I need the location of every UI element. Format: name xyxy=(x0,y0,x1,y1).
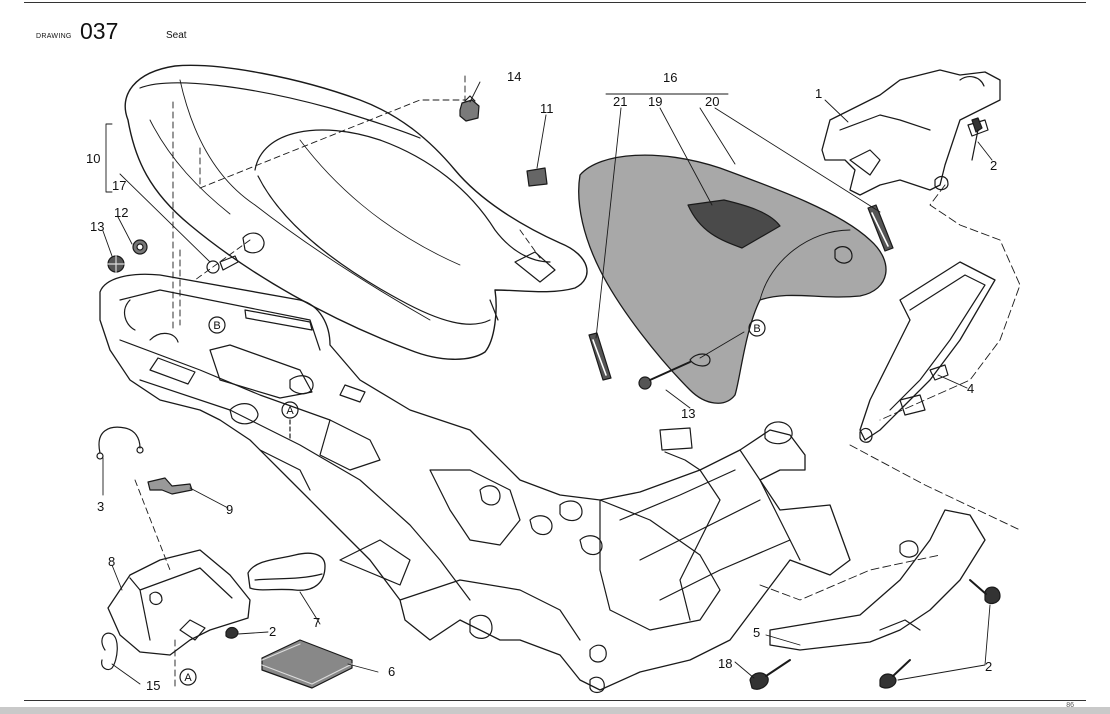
callout-7: 7 xyxy=(313,615,320,630)
callout-15: 15 xyxy=(146,678,160,693)
callout-11: 11 xyxy=(540,101,554,116)
badge-21 xyxy=(588,332,612,381)
callout-9: 9 xyxy=(226,502,233,517)
ref-marker-a-2: A xyxy=(179,668,197,686)
callout-numbers: 10 17 12 13 14 11 16 21 19 20 1 2 4 13 3… xyxy=(86,69,997,693)
ref-marker-a-1-label: A xyxy=(286,405,294,417)
ref-marker-a-2-label: A xyxy=(184,672,192,684)
screw-2-lower-left xyxy=(879,659,911,689)
callout-10: 10 xyxy=(86,151,100,166)
pad-7 xyxy=(247,552,326,591)
footer-rule xyxy=(24,700,1086,701)
callout-20: 20 xyxy=(705,94,719,109)
ref-marker-b-1-label: B xyxy=(213,320,220,332)
manual-6 xyxy=(261,639,353,689)
bolt-13-left xyxy=(107,255,125,273)
drawing-label: DRAWING xyxy=(36,33,72,40)
ref-marker-b-1: B xyxy=(208,316,226,334)
ref-marker-b-2: B xyxy=(748,319,766,337)
callout-6: 6 xyxy=(388,664,395,679)
callout-4: 4 xyxy=(967,381,974,396)
callout-3: 3 xyxy=(97,499,104,514)
seat-cover-16 xyxy=(578,154,887,404)
callout-2-right: 2 xyxy=(985,659,992,674)
tray-assembly-lines xyxy=(134,479,176,691)
drawing-number: 037 xyxy=(80,18,119,44)
callout-17: 17 xyxy=(112,178,126,193)
rear-subframe xyxy=(99,273,851,694)
drawing-title: Seat xyxy=(166,30,187,41)
screw-2-top xyxy=(971,117,983,161)
callout-19: 19 xyxy=(648,94,662,109)
panel-assembly-lines xyxy=(759,184,1021,601)
callout-13-right: 13 xyxy=(681,406,695,421)
callout-18: 18 xyxy=(718,656,732,671)
leader-lines xyxy=(102,81,993,685)
seat-assembly-lines xyxy=(172,75,541,331)
callout-13-left: 13 xyxy=(90,219,104,234)
screw-2-left xyxy=(225,626,239,639)
callout-21: 21 xyxy=(613,94,627,109)
strap-15 xyxy=(101,632,118,671)
screw-2-lower-right xyxy=(969,579,1001,605)
pad-11 xyxy=(526,167,548,187)
ref-marker-a-1: A xyxy=(281,401,299,441)
clip-9 xyxy=(147,477,193,495)
washer-12 xyxy=(132,239,148,255)
page-number: 86 xyxy=(1066,702,1074,709)
footer-band xyxy=(0,707,1110,714)
badge-20 xyxy=(867,204,894,252)
callout-16: 16 xyxy=(663,70,677,85)
seat-part-10 xyxy=(124,64,588,360)
bolt-13-right xyxy=(638,361,691,390)
screw-18 xyxy=(749,659,791,690)
callout-12: 12 xyxy=(114,205,128,220)
ref-marker-b-2-label: B xyxy=(753,323,760,335)
rubber-buffer-14 xyxy=(459,95,480,122)
tray-8 xyxy=(107,549,251,656)
callout-14: 14 xyxy=(507,69,521,84)
callout-2-top: 2 xyxy=(990,158,997,173)
cable-3 xyxy=(96,426,144,460)
callout-2-left: 2 xyxy=(269,624,276,639)
header-rule xyxy=(24,2,1086,3)
callout-1: 1 xyxy=(815,86,822,101)
callout-8: 8 xyxy=(108,554,115,569)
callout-5: 5 xyxy=(753,625,760,640)
lower-cover-5 xyxy=(769,509,986,651)
part-17 xyxy=(206,255,239,274)
side-panel-4 xyxy=(859,261,996,443)
bracket-1 xyxy=(821,69,1001,196)
